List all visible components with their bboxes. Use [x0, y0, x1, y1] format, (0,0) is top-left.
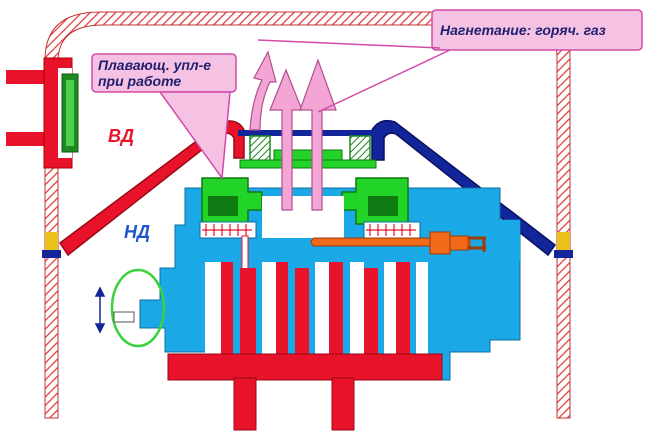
- discharge-callout-leader-1: [257, 39, 441, 49]
- seal-callout-label-line2: при работе: [98, 73, 182, 89]
- low-pressure-label: НД: [124, 222, 150, 242]
- discharge-callout-leader-2: [317, 49, 451, 113]
- scroll-wraps: [205, 262, 428, 356]
- orbiting-scroll-plate: [167, 353, 443, 381]
- joint-left: [42, 250, 61, 258]
- floating-seal-right: [341, 177, 409, 225]
- discharge-callout-label: Нагнетание: горяч. газ: [440, 22, 606, 38]
- gasket-left: [45, 232, 58, 252]
- discharge-callout-box: [431, 9, 643, 51]
- right-body-step: [500, 220, 520, 260]
- gasket-right: [557, 232, 570, 252]
- pressure-arrows: [202, 224, 416, 236]
- discharge-valve: [238, 130, 377, 169]
- crankcase-heater: [310, 231, 486, 255]
- suction-port: [6, 57, 79, 169]
- plug-icon: [468, 236, 486, 252]
- high-pressure-label: ВД: [108, 126, 134, 146]
- seal-callout-pointer-left: [158, 91, 231, 181]
- seal-callout-label-line1: Плавающ. упл-е: [98, 57, 212, 73]
- center-cavity: [262, 196, 344, 238]
- orbit-pin: [113, 311, 135, 323]
- orbit-ring: [110, 268, 166, 348]
- outer-shell: [44, 11, 571, 419]
- shaft-foot: [331, 377, 355, 431]
- drive-shaft: [233, 377, 257, 431]
- floating-seal-left: [201, 177, 263, 225]
- discharge-arrows: [249, 50, 337, 211]
- double-arrow-vertical-icon: [94, 286, 106, 334]
- joint-right: [554, 250, 573, 258]
